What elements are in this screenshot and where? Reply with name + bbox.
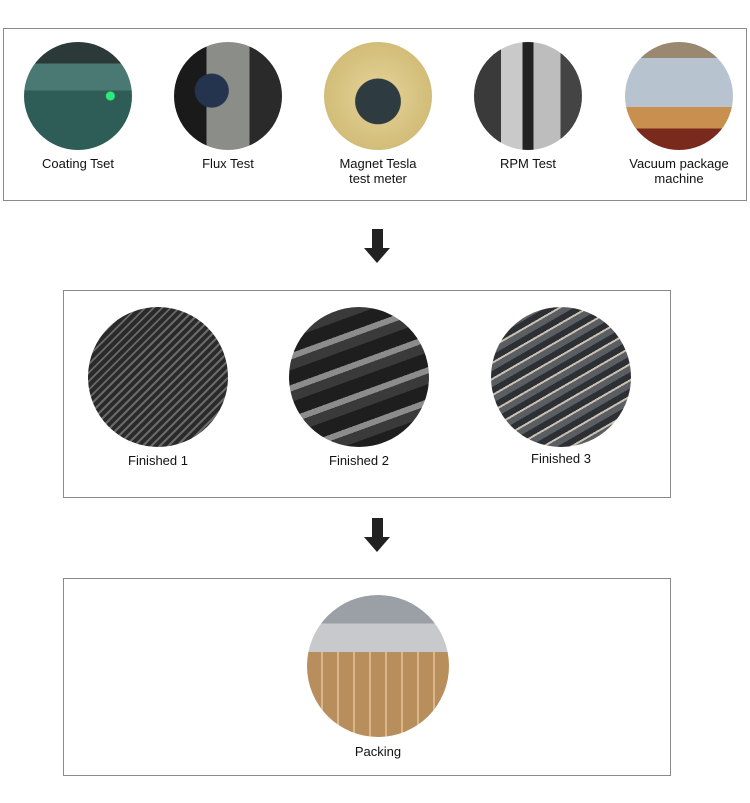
rpm-test-photo [474, 42, 582, 150]
item-label: Finished 1 [128, 453, 188, 468]
packing-photo [307, 595, 449, 737]
finished-2-photo [289, 307, 429, 447]
finished-1-photo [88, 307, 228, 447]
tesla-meter-photo [324, 42, 432, 150]
stage-item-flux-test: Flux Test [174, 42, 282, 171]
down-arrow-icon [364, 518, 391, 552]
stage-item-magnet-tesla: Magnet Tesla test meter [324, 42, 432, 186]
stage-item-finished-3: Finished 3 [491, 307, 631, 466]
finished-stage-box: Finished 1 Finished 2 Finished 3 [63, 290, 671, 498]
item-label: Coating Tset [41, 156, 115, 171]
flux-test-photo [174, 42, 282, 150]
item-label: Packing [354, 744, 402, 759]
coating-test-photo [24, 42, 132, 150]
stage-item-finished-2: Finished 2 [289, 307, 429, 468]
item-label: Magnet Tesla test meter [339, 156, 417, 186]
testing-stage-box: Coating Tset Flux Test Magnet Tesla test… [3, 28, 747, 201]
stage-item-packing: Packing [307, 595, 449, 759]
item-label: Finished 2 [329, 453, 389, 468]
stage-item-finished-1: Finished 1 [88, 307, 228, 468]
item-label: Flux Test [202, 156, 254, 171]
item-label: Vacuum package machine [629, 156, 729, 186]
finished-3-photo [491, 307, 631, 447]
down-arrow-icon [364, 229, 391, 263]
item-label: Finished 3 [531, 451, 591, 466]
stage-item-rpm-test: RPM Test [474, 42, 582, 171]
stage-item-coating-test: Coating Tset [24, 42, 132, 171]
packing-stage-box: Packing [63, 578, 671, 776]
vacuum-machine-photo [625, 42, 733, 150]
item-label: RPM Test [499, 156, 557, 171]
stage-item-vacuum-package: Vacuum package machine [619, 42, 739, 186]
